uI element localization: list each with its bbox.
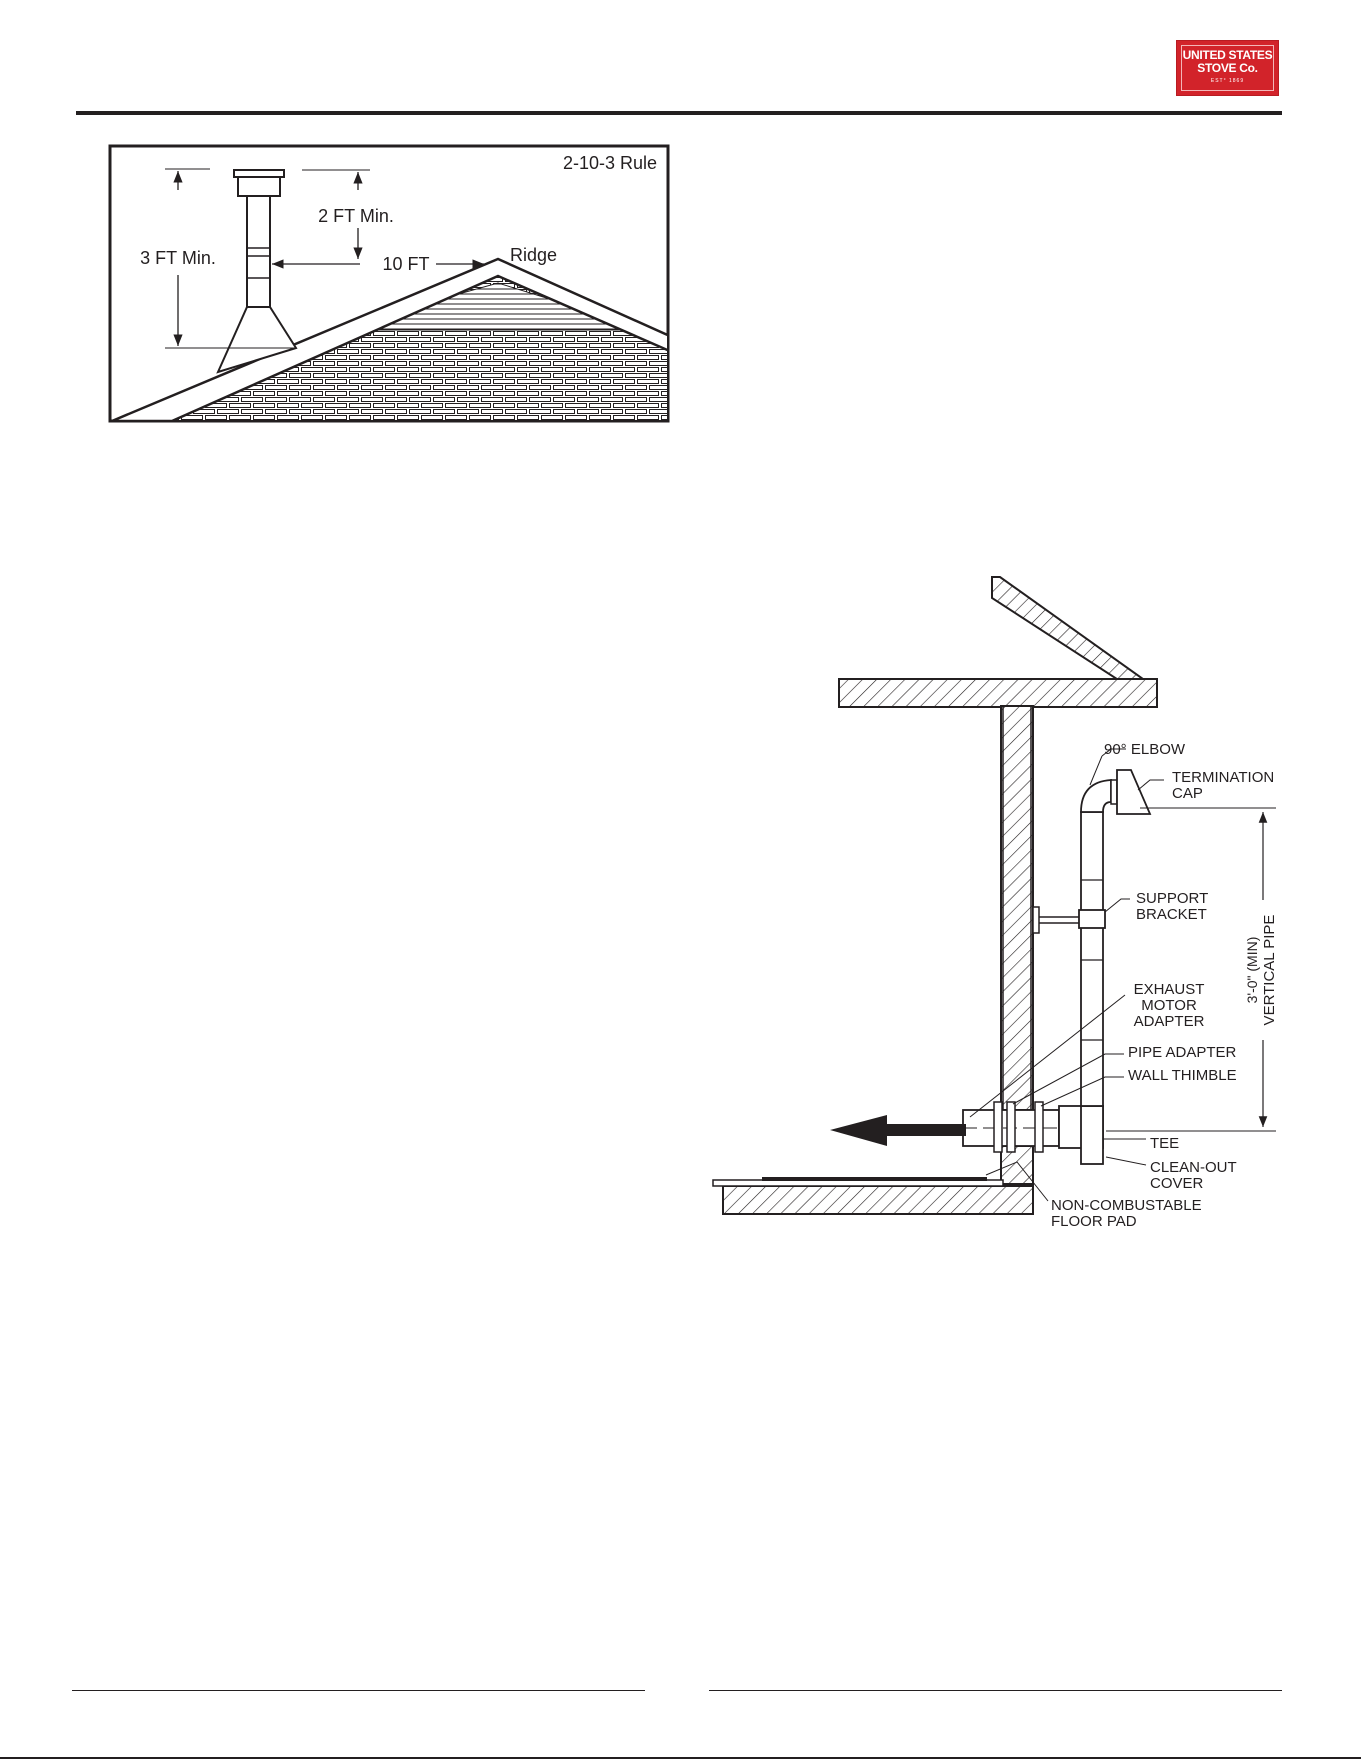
label-clean-out: CLEAN-OUT [1150,1159,1237,1176]
exhaust-motor-adapter [994,1102,1002,1152]
non-combustible-floor-pad [762,1177,987,1181]
page-bottom-rule [0,1757,1361,1759]
vertical-pipe [1081,812,1103,1106]
termination-cap [1111,770,1150,814]
exhaust-direction-arrow [830,1115,966,1146]
footer-rule-left [72,1690,645,1691]
label-bracket: BRACKET [1136,906,1207,923]
label-3ft-min-vertical: 3'-0" (MIN) [1244,937,1260,1004]
footer-rule-right [709,1690,1282,1691]
label-pipe-adapter: PIPE ADAPTER [1128,1044,1237,1061]
label-floor-pad: FLOOR PAD [1051,1213,1137,1230]
wall-thimble [1035,1102,1043,1152]
label-wall-thimble: WALL THIMBLE [1128,1067,1237,1084]
tee-fitting [1059,1106,1103,1164]
floor [723,1186,1033,1214]
label-vertical-pipe: VERTICAL PIPE [1261,915,1278,1026]
pipe-adapter [1007,1102,1015,1152]
label-90-elbow: 90° ELBOW [1104,741,1186,758]
label-termination: TERMINATION [1172,769,1274,786]
ceiling [839,679,1157,707]
label-motor: MOTOR [1141,997,1197,1014]
label-cover: COVER [1150,1175,1204,1192]
label-adapter: ADAPTER [1134,1013,1205,1030]
label-non-combustable: NON-COMBUSTABLE [1051,1197,1202,1214]
label-exhaust: EXHAUST [1134,981,1205,998]
label-support: SUPPORT [1136,890,1208,907]
elbow-90 [1081,780,1111,812]
label-cap: CAP [1172,785,1203,802]
label-tee: TEE [1150,1135,1179,1152]
horizontal-vent-pipe [963,1102,1059,1152]
